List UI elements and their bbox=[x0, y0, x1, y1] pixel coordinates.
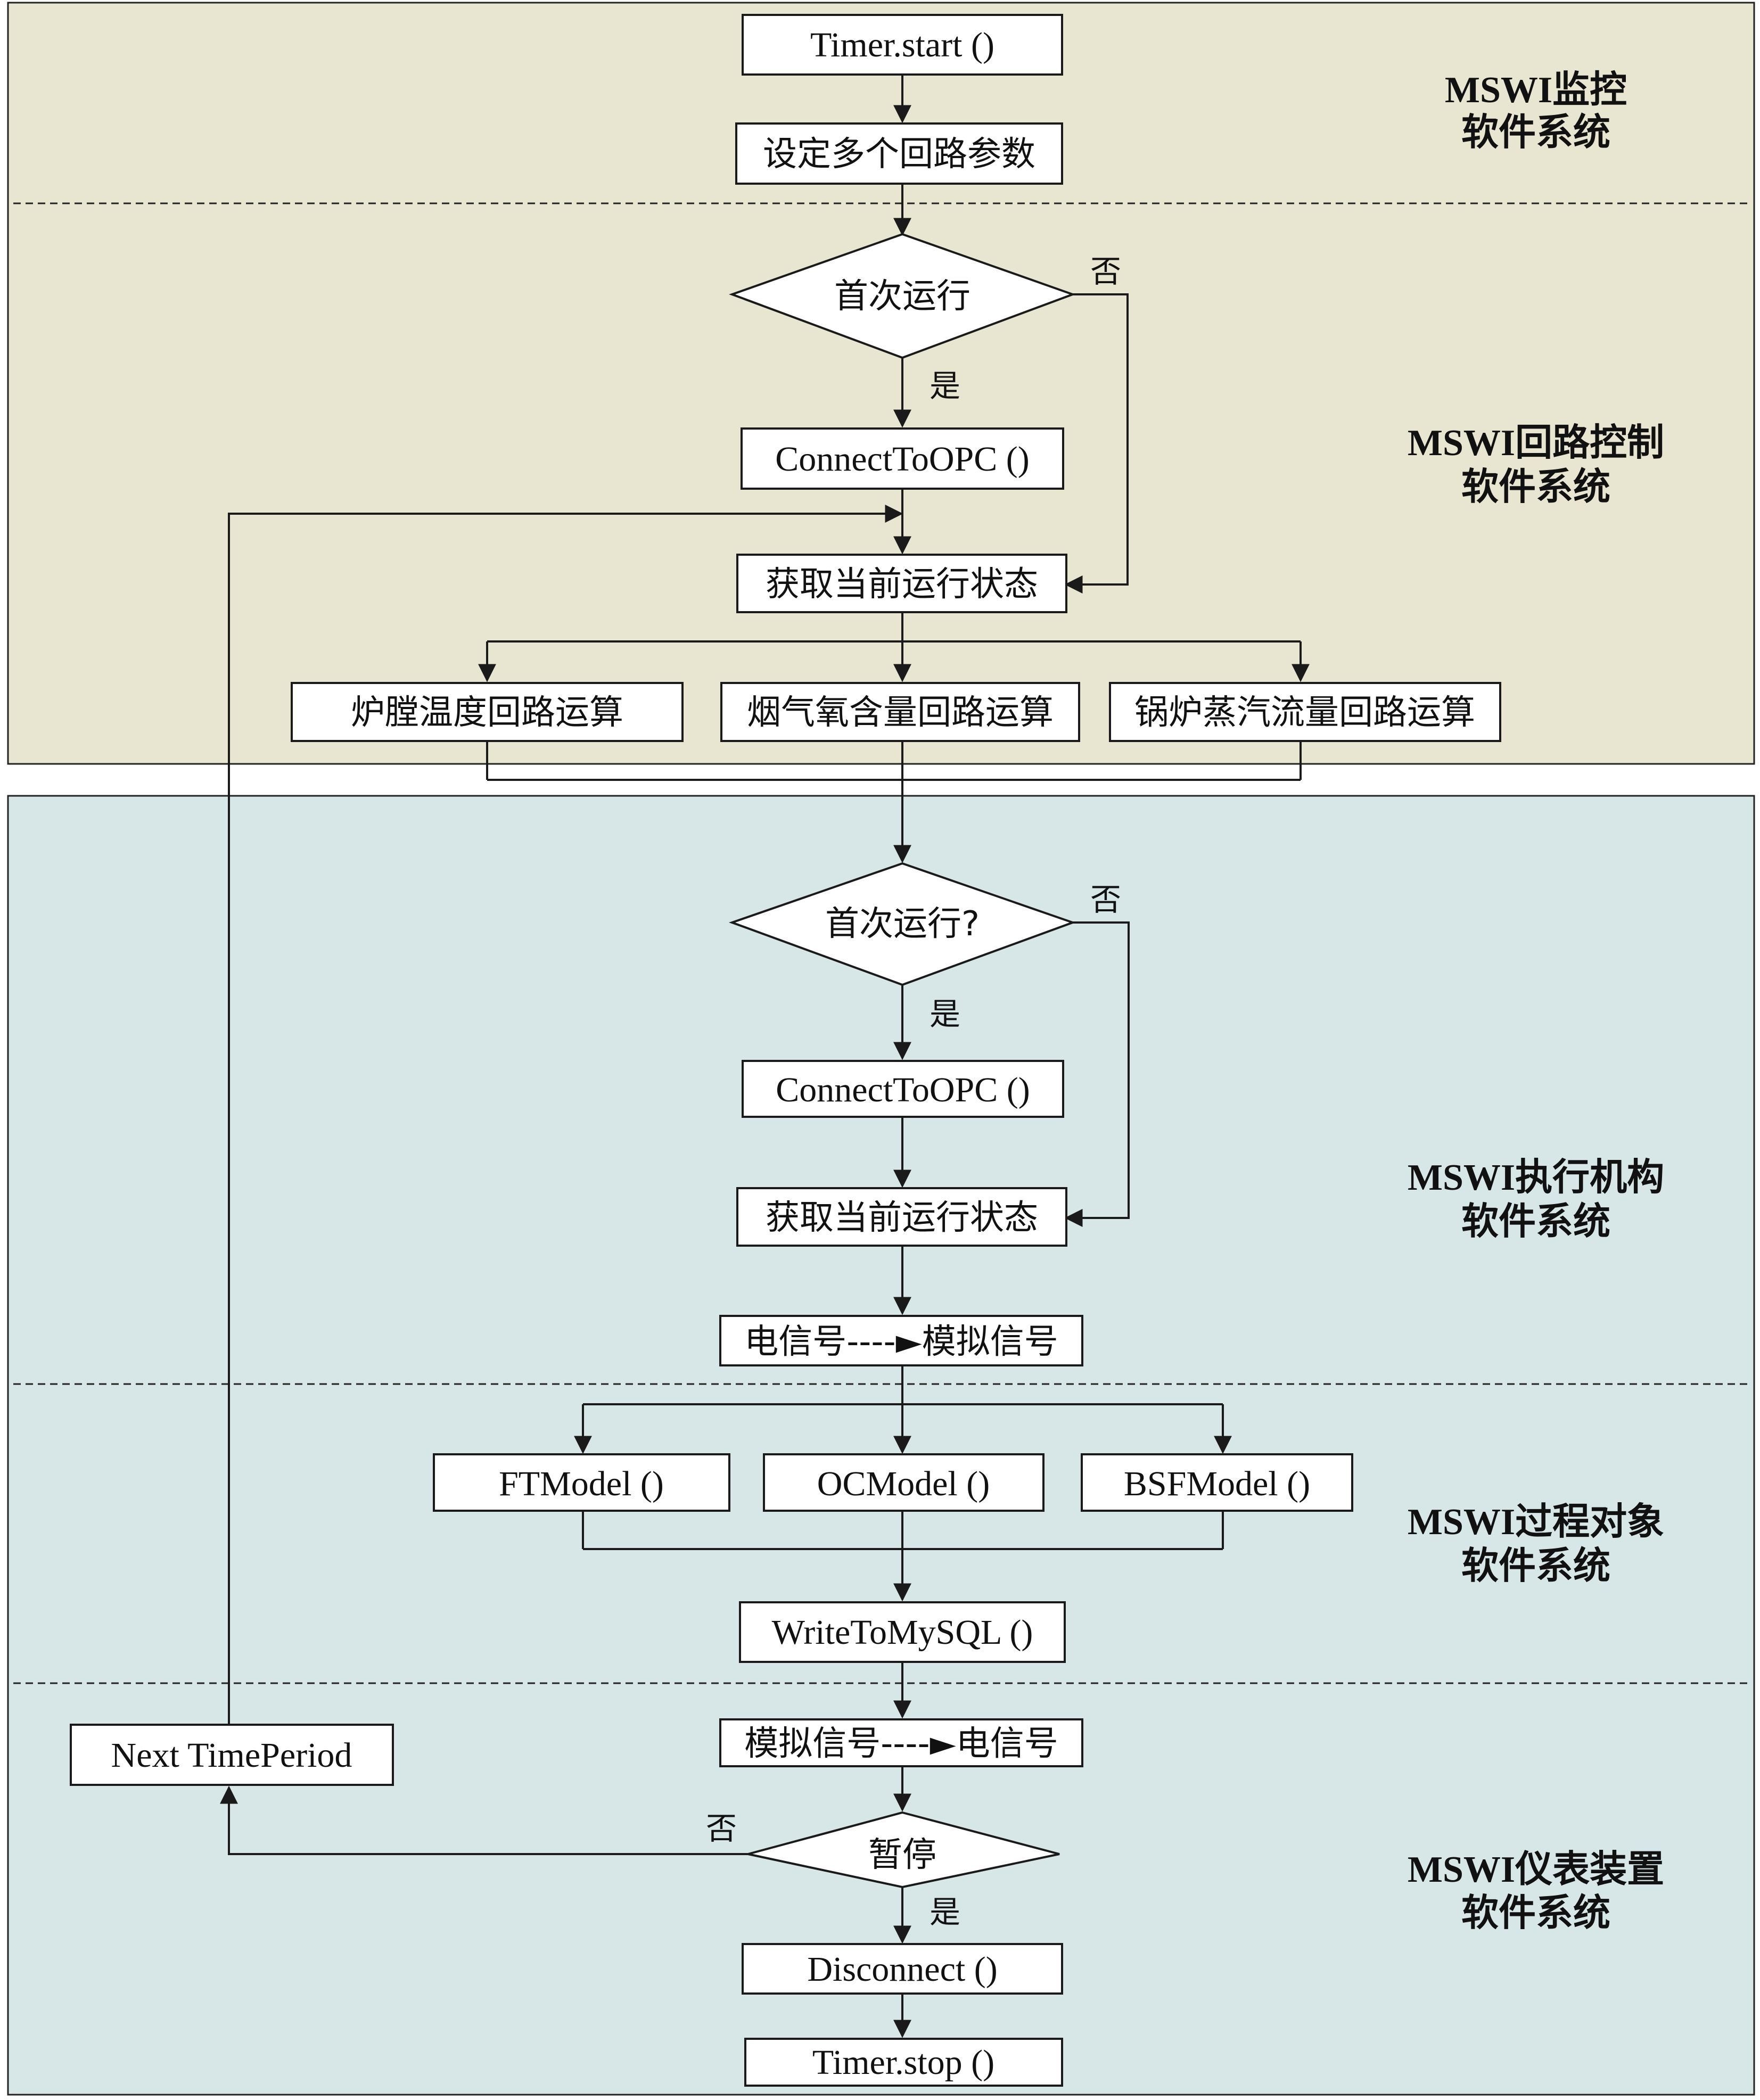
section-monitor-line1: MSWI监控 bbox=[1445, 70, 1627, 111]
section-monitor-line2: 软件系统 bbox=[1461, 112, 1610, 153]
get-state-1-label: 获取当前运行状态 bbox=[766, 565, 1038, 604]
loop-temp-label: 炉膛温度回路运算 bbox=[351, 693, 623, 732]
decision-first-run-1: 首次运行 bbox=[729, 233, 1076, 359]
node-loop-steam: 锅炉蒸汽流量回路运算 bbox=[1109, 682, 1501, 742]
section-process-line2: 软件系统 bbox=[1461, 1545, 1610, 1587]
node-bsf-model: BSFModel () bbox=[1081, 1453, 1353, 1512]
timer-start-label: Timer.start () bbox=[810, 26, 994, 64]
decision2-yes-label: 是 bbox=[930, 996, 960, 1032]
first-run-1-label: 首次运行 bbox=[834, 277, 971, 316]
section-loop-line1: MSWI回路控制 bbox=[1408, 422, 1664, 464]
pause-label: 暂停 bbox=[868, 1835, 936, 1875]
node-get-state-2: 获取当前运行状态 bbox=[736, 1187, 1067, 1247]
node-oc-model: OCModel () bbox=[763, 1453, 1045, 1512]
node-timer-start: Timer.start () bbox=[742, 14, 1063, 76]
section-actuator-line2: 软件系统 bbox=[1461, 1201, 1610, 1242]
section-actuator-line1: MSWI执行机构 bbox=[1408, 1157, 1664, 1198]
decision1-no-label: 否 bbox=[1090, 253, 1121, 290]
section-meter-line1: MSWI仪表装置 bbox=[1408, 1849, 1664, 1890]
wire-pause-no bbox=[220, 1785, 748, 1855]
node-next-time-period: Next TimePeriod bbox=[70, 1724, 394, 1786]
node-set-params: 设定多个回路参数 bbox=[735, 122, 1063, 185]
node-loop-temp: 炉膛温度回路运算 bbox=[291, 682, 684, 742]
node-write-mysql: WriteToMySQL () bbox=[739, 1601, 1066, 1663]
loop-oxygen-label: 烟气氧含量回路运算 bbox=[747, 693, 1054, 732]
next-period-label: Next TimePeriod bbox=[111, 1736, 352, 1775]
ft-model-label: FTModel () bbox=[499, 1464, 664, 1503]
node-ft-model: FTModel () bbox=[433, 1453, 730, 1512]
first-run-2-label: 首次运行? bbox=[825, 904, 980, 944]
oc-model-label: OCModel () bbox=[817, 1464, 990, 1503]
decision-first-run-2: 首次运行? bbox=[729, 862, 1076, 986]
node-elec-to-analog: 电信号----►模拟信号 bbox=[719, 1315, 1083, 1366]
set-params-label: 设定多个回路参数 bbox=[763, 135, 1035, 174]
node-connect-opc-2: ConnectToOPC () bbox=[742, 1060, 1064, 1118]
connect-1-label: ConnectToOPC () bbox=[775, 440, 1030, 479]
pause-yes-label: 是 bbox=[930, 1894, 960, 1930]
write-mysql-label: WriteToMySQL () bbox=[772, 1613, 1033, 1652]
wire-decision2-no bbox=[1064, 921, 1130, 1227]
analog-to-elec-label: 模拟信号----►电信号 bbox=[744, 1724, 1058, 1764]
bsf-model-label: BSFModel () bbox=[1124, 1464, 1310, 1503]
node-disconnect: Disconnect () bbox=[742, 1943, 1063, 1995]
node-connect-opc-1: ConnectToOPC () bbox=[741, 427, 1064, 490]
loop-steam-label: 锅炉蒸汽流量回路运算 bbox=[1134, 693, 1475, 732]
node-analog-to-elec: 模拟信号----►电信号 bbox=[719, 1718, 1083, 1767]
wire-loop-back bbox=[228, 505, 903, 1725]
decision-pause: 暂停 bbox=[747, 1811, 1060, 1889]
decision1-yes-label: 是 bbox=[930, 368, 960, 404]
decision2-no-label: 否 bbox=[1090, 882, 1121, 918]
get-state-2-label: 获取当前运行状态 bbox=[766, 1198, 1038, 1238]
node-timer-stop: Timer.stop () bbox=[744, 2038, 1063, 2087]
disconnect-label: Disconnect () bbox=[807, 1950, 997, 1989]
timer-stop-label: Timer.stop () bbox=[812, 2043, 994, 2082]
wire-decision1-no bbox=[1064, 293, 1129, 594]
node-get-state-1: 获取当前运行状态 bbox=[736, 554, 1067, 613]
pause-no-label: 否 bbox=[706, 1810, 737, 1847]
elec-to-analog-label: 电信号----►模拟信号 bbox=[744, 1322, 1058, 1362]
connect-2-label: ConnectToOPC () bbox=[776, 1070, 1030, 1109]
connectors bbox=[220, 75, 1310, 2038]
section-process-line1: MSWI过程对象 bbox=[1408, 1501, 1664, 1543]
node-loop-oxygen: 烟气氧含量回路运算 bbox=[720, 682, 1080, 742]
section-meter-line2: 软件系统 bbox=[1461, 1892, 1610, 1934]
section-loop-line2: 软件系统 bbox=[1461, 466, 1610, 508]
